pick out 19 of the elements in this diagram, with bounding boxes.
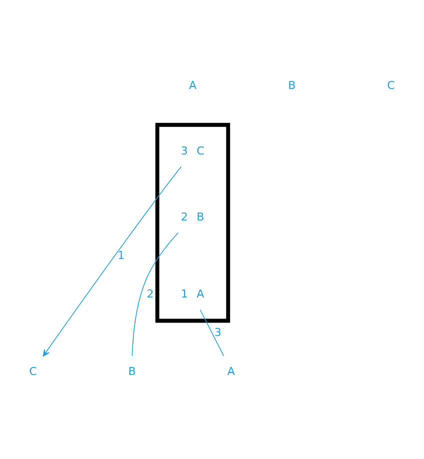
- node-text: B: [128, 364, 136, 378]
- node-text: A: [227, 364, 235, 378]
- node-text: C: [196, 144, 204, 158]
- node-text: B: [196, 210, 204, 224]
- node-label: 2: [180, 210, 188, 224]
- cluster: [155, 122, 230, 323]
- connector: [132, 232, 179, 357]
- node-label: 3: [180, 144, 188, 158]
- edge-label: 3: [214, 326, 222, 339]
- label: B: [288, 79, 296, 92]
- edge-label: 2: [146, 287, 154, 300]
- connector: [200, 309, 224, 356]
- label: C: [387, 79, 395, 92]
- node-text: A: [196, 288, 204, 301]
- label: A: [188, 79, 196, 92]
- node-text: C: [29, 364, 37, 378]
- edge-label: 1: [118, 248, 125, 262]
- arrow: [42, 166, 182, 357]
- node-label: 1: [180, 288, 188, 301]
